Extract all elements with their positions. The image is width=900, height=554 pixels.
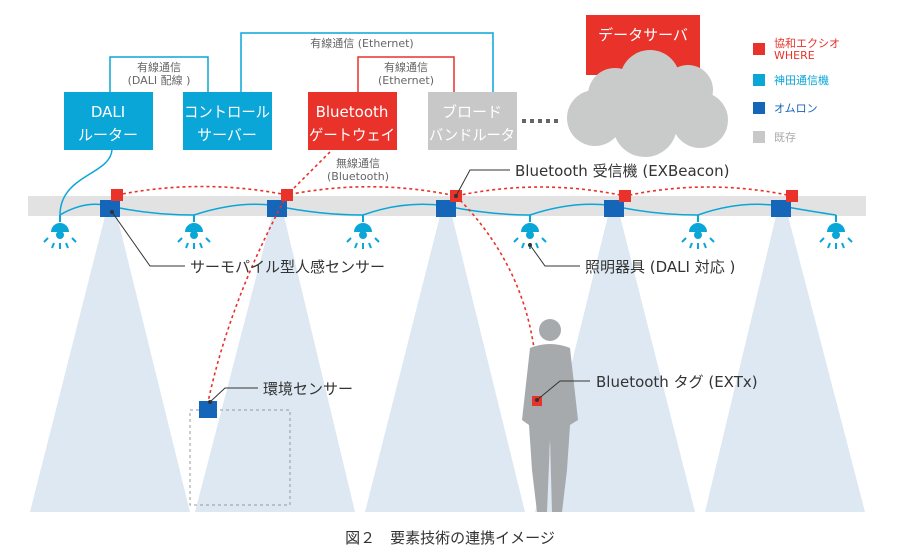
dali-router-box: DALI ルーター	[64, 92, 153, 150]
ethernet-main-label: 有線通信 (Ethernet)	[310, 36, 413, 50]
light-bulb-icon	[43, 215, 77, 249]
light-bulb-icon	[681, 215, 715, 249]
leader-dots	[110, 194, 539, 404]
ethernet-main-link	[240, 32, 494, 92]
bt-gateway-label-1: Bluetooth	[316, 103, 389, 121]
light-bulb-icon	[513, 215, 547, 249]
ethernet-gateway-label-2: (Ethernet)	[378, 74, 434, 87]
figure-caption: 図２ 要素技術の連携イメージ	[345, 529, 555, 547]
legend-swatch	[753, 131, 765, 143]
legend-label: 協和エクシオ	[774, 37, 840, 50]
light-cone	[365, 216, 525, 512]
control-server-label-2: サーバー	[197, 126, 257, 144]
bluetooth-links	[116, 151, 793, 403]
thermopile-sensor	[436, 200, 456, 217]
legend-swatch	[753, 102, 765, 114]
bt-receiver	[281, 189, 293, 201]
control-server-box: コントロール サーバー	[183, 92, 272, 150]
dali-router-label-2: ルーター	[78, 126, 138, 144]
ethernet-gateway-link	[357, 56, 455, 92]
dali-wire-label-1: 有線通信	[137, 60, 181, 74]
broadband-router-label-1: ブロード	[442, 103, 502, 121]
thermopile-label: サーモパイル型人感センサー	[190, 258, 385, 276]
light-cone	[30, 216, 190, 512]
bt-gateway-box: Bluetooth ゲートウェイ	[308, 92, 397, 150]
legend-label: 既存	[774, 130, 796, 144]
light-bulb-icon	[346, 215, 380, 249]
wireless-label-1: 無線通信	[336, 156, 380, 170]
dali-wire-label-2: (DALI 配線 )	[128, 73, 191, 87]
data-server-label: データサーバ	[598, 26, 688, 44]
thermopile-sensors	[100, 200, 791, 217]
broadband-router-box: ブロード バンドルータ	[428, 92, 517, 150]
legend-label: WHERE	[774, 49, 815, 62]
bt-receiver	[619, 190, 631, 202]
dali-wire-link	[109, 56, 209, 92]
bt-receivers	[111, 189, 798, 202]
bt-tag-label: Bluetooth タグ (EXTx)	[596, 373, 758, 391]
bt-gateway-label-2: ゲートウェイ	[309, 126, 395, 144]
thermopile-sensor	[100, 200, 120, 217]
leader-lines	[111, 169, 590, 403]
env-sensor	[199, 401, 217, 418]
wireless-label-2: (Bluetooth)	[327, 170, 389, 183]
light-fixtures	[43, 215, 853, 249]
light-cones	[30, 216, 865, 512]
lighting-label: 照明器具 (DALI 対応 )	[585, 258, 735, 276]
env-sensor-area	[189, 409, 291, 506]
legend-swatch	[753, 74, 765, 86]
bt-receiver-label: Bluetooth 受信機 (EXBeacon)	[515, 162, 729, 180]
control-server-label-1: コントロール	[184, 103, 270, 121]
legend: 協和エクシオ WHERE 神田通信機 オムロン 既存	[753, 37, 840, 144]
bt-receiver	[111, 189, 123, 201]
light-cone	[535, 216, 695, 512]
cloud-icon	[567, 50, 728, 157]
broadband-router-label-2: バンドルータ	[429, 126, 515, 144]
legend-label: 神田通信機	[774, 73, 829, 87]
light-bulb-icon	[819, 215, 853, 249]
env-sensor-label: 環境センサー	[263, 380, 353, 398]
light-cone	[705, 216, 865, 512]
person-silhouette	[522, 319, 578, 512]
legend-swatch	[753, 43, 765, 55]
thermopile-sensor	[267, 200, 287, 217]
ethernet-gateway-label-1: 有線通信	[384, 60, 428, 74]
light-cone	[195, 216, 355, 512]
thermopile-sensor	[604, 200, 624, 217]
light-bulb-icon	[177, 215, 211, 249]
legend-label: オムロン	[774, 102, 818, 115]
dali-router-label-1: DALI	[91, 103, 125, 121]
bt-receiver	[786, 190, 798, 202]
thermopile-sensor	[771, 200, 791, 217]
